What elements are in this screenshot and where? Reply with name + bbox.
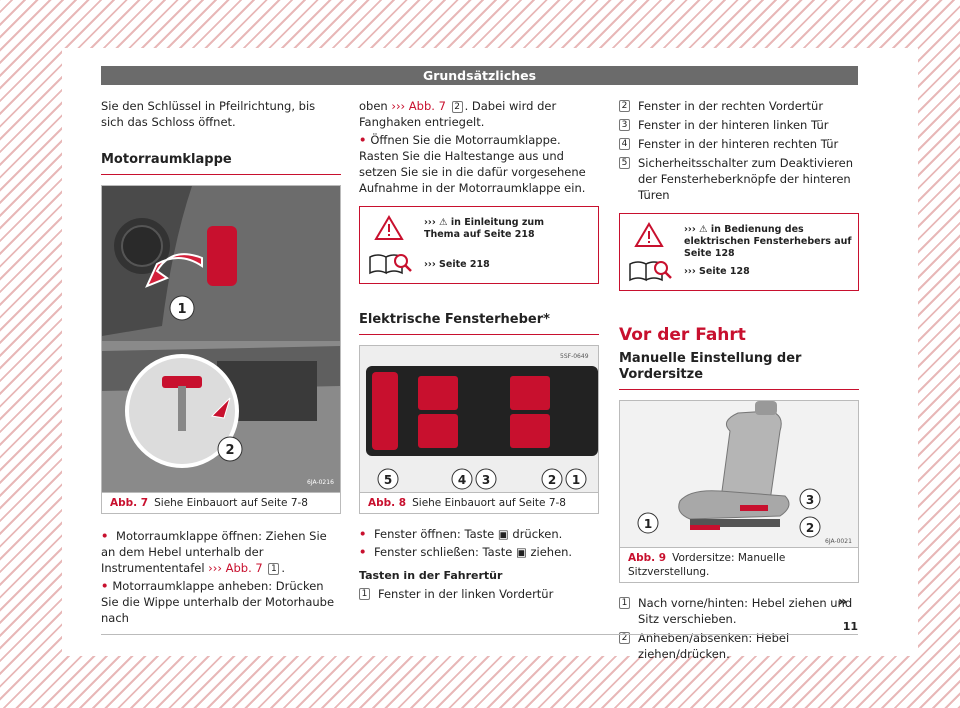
bullet-lift-hood: Motorraumklappe anheben: Drücken Sie die… (101, 578, 341, 626)
callout-2: 2 (225, 443, 234, 458)
figure-caption-text: Siehe Einbauort auf Seite 7-8 (154, 497, 308, 509)
figure-8: 5 4 3 2 1 5SF-0649 Abb. 8 Siehe Einbauort… (359, 345, 599, 514)
figure-caption-text: Siehe Einbauort auf Seite 7-8 (412, 497, 566, 509)
callout-1: 1 (177, 302, 186, 317)
callout-3: 3 (482, 473, 490, 487)
book-magnifier-icon (629, 261, 672, 282)
figure-ref-link[interactable]: ››› Abb. 7 (208, 561, 263, 575)
page-ref-text[interactable]: ››› Seite 128 (684, 266, 750, 277)
running-header: Grundsätzliches (101, 66, 858, 85)
figure-code: 6JA-0216 (307, 479, 334, 486)
figure-8-caption: Abb. 8 Siehe Einbauort auf Seite 7-8 (360, 492, 598, 513)
figure-code: 6JA-0021 (825, 538, 852, 545)
figure-ref-link[interactable]: ››› Abb. 7 (391, 99, 446, 113)
warning-triangle-icon (634, 222, 664, 247)
callout-ref: 2 (451, 100, 463, 113)
fore-aft-lever (690, 525, 720, 530)
figure-label: Abb. 9 (628, 552, 667, 564)
column-2: oben ››› Abb. 7 2. Dabei wird der Fangha… (359, 98, 599, 605)
section-title-seats: Manuelle Einstellung der Vordersitze (619, 351, 859, 390)
warning-ref-text[interactable]: ››› ⚠ in Bedienung des elektrischen Fens… (684, 224, 852, 259)
section-title-windows: Elektrische Fensterheber* (359, 312, 599, 335)
height-lever (740, 505, 768, 511)
warning-box: ››› ⚠ in Einleitung zum Thema auf Seite … (359, 206, 599, 284)
window-button-rear-right (510, 414, 550, 448)
callout-3: 3 (806, 493, 814, 507)
callout-2: 2 (548, 473, 556, 487)
figure-label: Abb. 8 (368, 497, 407, 509)
hood-lever (207, 226, 237, 286)
book-magnifier-icon (369, 254, 412, 275)
list-item: 1 Fenster in der linken Vordertür (359, 586, 599, 602)
callout-4: 4 (458, 473, 466, 487)
window-icon: ▣ (497, 527, 509, 541)
warning-triangle-icon (374, 215, 404, 240)
window-button-rear-left (418, 414, 458, 448)
figure-7: 1 2 6JA-0216 Abb. 7 Siehe Einbauort auf S… (101, 185, 341, 514)
continued-text: oben ››› Abb. 7 2. Dabei wird der Fangha… (359, 99, 557, 129)
figure-caption-text: Vordersitze: Manuelle Sitzverstellung. (628, 552, 786, 578)
callout-1: 1 (572, 473, 580, 487)
warning-ref-text[interactable]: ››› ⚠ in Einleitung zum Thema auf Seite … (424, 217, 545, 240)
window-button-front-right (510, 376, 550, 410)
page-ref-text[interactable]: ››› Seite 218 (424, 259, 490, 270)
figure-7-caption: Abb. 7 Siehe Einbauort auf Seite 7-8 (102, 492, 340, 513)
footer-rule (101, 634, 858, 635)
window-icon: ▣ (515, 545, 527, 559)
intro-text: Sie den Schlüssel in Pfeilrichtung, bis … (101, 99, 316, 129)
safety-switch-button (372, 372, 398, 450)
window-button-front-left (418, 376, 458, 410)
bullet-open-hood-2: Öffnen Sie die Motorraumklappe. Rasten S… (359, 132, 599, 196)
section-title-hood: Motorraumklappe (101, 152, 341, 175)
continue-arrow-icon: » (838, 594, 848, 610)
subhead-driver-door: Tasten in der Fahrertür (359, 569, 503, 582)
figure-label: Abb. 7 (110, 497, 149, 509)
callout-2: 2 (806, 521, 814, 535)
column-1: Sie den Schlüssel in Pfeilrichtung, bis … (101, 98, 341, 628)
callout-1: 1 (644, 517, 652, 531)
chapter-title: Vor der Fahrt (619, 325, 746, 345)
bullet-open-hood: Motorraumklappe öffnen: Ziehen Sie an de… (101, 528, 341, 576)
warning-box: ››› ⚠ in Bedienung des elektrischen Fens… (619, 213, 859, 291)
figure-code: 5SF-0649 (560, 353, 589, 360)
page-number: 11 (842, 620, 858, 633)
callout-5: 5 (384, 473, 392, 487)
hood-release-illustration: 1 2 6JA-0216 (102, 186, 340, 492)
bullet-window-open: Fenster öffnen: Taste ▣ drücken. (359, 526, 599, 542)
seat-adjust-illustration: 1 3 2 6JA-0021 (620, 401, 858, 547)
window-switch-illustration: 5 4 3 2 1 5SF-0649 (360, 346, 598, 492)
callout-ref: 1 (268, 562, 280, 575)
bullet-window-close: Fenster schließen: Taste ▣ ziehen. (359, 544, 599, 560)
